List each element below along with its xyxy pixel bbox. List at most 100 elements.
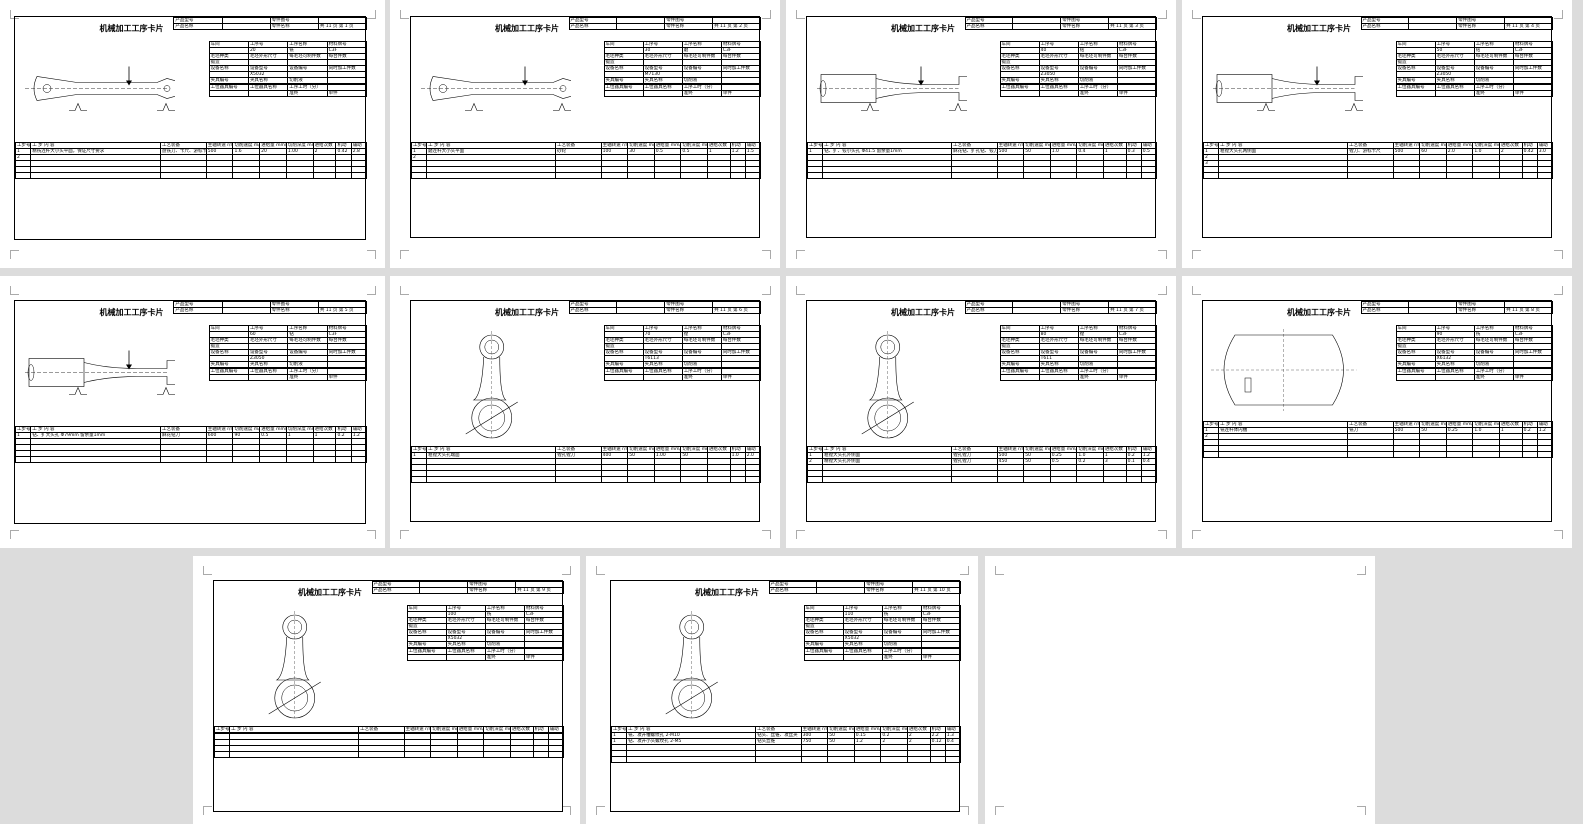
card-title: 机械加工工序卡片 <box>1287 308 1351 317</box>
crop-mark <box>10 530 19 539</box>
steps-header: 切削速度 m/min <box>627 142 655 149</box>
page-count: 共 11 页 第 5 页 <box>317 307 367 314</box>
step-cell <box>880 756 908 763</box>
crop-mark <box>1192 250 1201 259</box>
step-cell <box>627 476 655 483</box>
step-cell <box>14 172 32 179</box>
step-cell <box>410 476 428 483</box>
step-cell <box>358 751 405 758</box>
step-cell <box>547 751 565 758</box>
steps-header: 切削速度 m/min <box>232 142 261 149</box>
step-cell <box>403 751 432 758</box>
step-cell <box>426 476 557 483</box>
info-cell <box>1434 374 1475 381</box>
header-label: 零件名称 <box>1060 307 1110 314</box>
document-page: 机械加工工序卡片产品型号零件图号产品名称零件名称共 11 页 第 7 页车间工序… <box>786 276 1176 548</box>
page-count: 共 11 页 第 9 页 <box>515 587 564 594</box>
info-cell <box>1395 90 1436 97</box>
step-cell <box>996 172 1025 179</box>
info-cell <box>603 374 644 381</box>
crop-mark <box>796 530 805 539</box>
card-title: 机械加工工序卡片 <box>1287 24 1351 33</box>
step-cell <box>996 476 1025 483</box>
page-count: 共 11 页 第 6 页 <box>712 307 761 314</box>
header-label: 产品名称 <box>1360 307 1410 314</box>
steps-header: 工步号 <box>806 142 824 149</box>
document-page: 机械加工工序卡片产品型号零件图号产品名称零件名称共 11 页 第 10 页车间工… <box>586 556 978 824</box>
document-page: 机械加工工序卡片产品型号零件图号产品名称零件名称共 11 页 第 3 页车间工序… <box>786 0 1176 268</box>
card-title: 机械加工工序卡片 <box>891 24 955 33</box>
info-cell <box>642 374 683 381</box>
document-page: 机械加工工序卡片产品型号零件图号产品名称零件名称共 11 页 第 2 页车间工序… <box>390 0 780 268</box>
step-cell <box>1419 451 1447 458</box>
process-card: 机械加工工序卡片产品型号零件图号产品名称零件名称共 11 页 第 9 页车间工序… <box>213 580 565 812</box>
steps-header: 切削速度 m/min <box>627 446 655 453</box>
info-cell <box>999 90 1040 97</box>
steps-header: 工步号 <box>410 446 428 453</box>
part-drawing <box>1213 66 1363 111</box>
crop-mark <box>762 286 771 295</box>
step-cell: 钻头、丝锥、攻丝夹 <box>755 732 802 739</box>
info-cell <box>406 654 447 661</box>
info-cell <box>247 374 289 381</box>
crop-mark <box>995 806 1004 815</box>
part-drawing <box>1211 329 1357 411</box>
crop-mark <box>762 250 771 259</box>
header-label: 零件名称 <box>1456 23 1506 30</box>
step-cell <box>1498 451 1523 458</box>
header-value <box>1408 307 1458 314</box>
steps-header: 进给次数 <box>312 426 337 433</box>
crop-mark <box>596 806 605 815</box>
crop-mark <box>762 10 771 19</box>
steps-header: 主轴转速 r/min <box>996 446 1025 453</box>
steps-header: 切削深度 mm <box>1472 421 1500 428</box>
step-cell <box>1347 451 1394 458</box>
crop-mark <box>1357 806 1366 815</box>
steps-header: 进给量 mm/r <box>853 726 882 733</box>
crop-mark <box>400 250 409 259</box>
steps-header: 工步号 <box>806 446 824 453</box>
step-cell <box>1102 476 1127 483</box>
info-cell: 准终 <box>681 90 722 97</box>
part-drawing <box>25 66 176 111</box>
step-cell <box>555 172 602 179</box>
info-cell: 准终 <box>1473 90 1514 97</box>
header-label: 产品名称 <box>768 587 818 594</box>
steps-header: 切削深度 mm <box>285 142 314 149</box>
info-cell: 准终 <box>287 90 328 97</box>
step-cell <box>1445 451 1474 458</box>
steps-header: 进给次数 <box>509 726 534 733</box>
header-label: 零件名称 <box>1060 23 1110 30</box>
steps-header: 主轴转速 r/min <box>205 142 234 149</box>
process-card: 机械加工工序卡片产品型号零件图号产品名称零件名称共 11 页 第 4 页车间工序… <box>1202 16 1554 238</box>
steps-header: 工步号 <box>610 726 628 733</box>
card-title: 机械加工工序卡片 <box>298 588 362 597</box>
crop-mark <box>1158 10 1167 19</box>
card-title: 机械加工工序卡片 <box>891 308 955 317</box>
card-header-table: 产品型号零件图号产品名称零件名称共 11 页 第 4 页 <box>1360 17 1554 30</box>
info-cell: 单件 <box>1512 90 1554 97</box>
step-cell <box>205 172 234 179</box>
step-cell <box>626 756 757 763</box>
header-label: 零件名称 <box>1456 307 1506 314</box>
card-header-table: 产品型号零件图号产品名称零件名称共 11 页 第 8 页 <box>1360 301 1554 314</box>
steps-header: 切削速度 m/min <box>430 726 458 733</box>
crop-mark <box>367 530 376 539</box>
header-label: 零件名称 <box>269 23 319 30</box>
info-cell <box>208 90 249 97</box>
steps-header: 主轴转速 r/min <box>800 726 829 733</box>
step-cell <box>1536 172 1554 179</box>
card-header-table: 产品型号零件图号产品名称零件名称共 11 页 第 6 页 <box>568 301 762 314</box>
step-cell <box>1202 172 1220 179</box>
header-label: 零件名称 <box>664 307 714 314</box>
crop-mark <box>367 286 376 295</box>
steps-header: 切削速度 m/min <box>1419 421 1447 428</box>
process-card: 机械加工工序卡片产品型号零件图号产品名称零件名称共 11 页 第 3 页车间工序… <box>806 16 1158 238</box>
